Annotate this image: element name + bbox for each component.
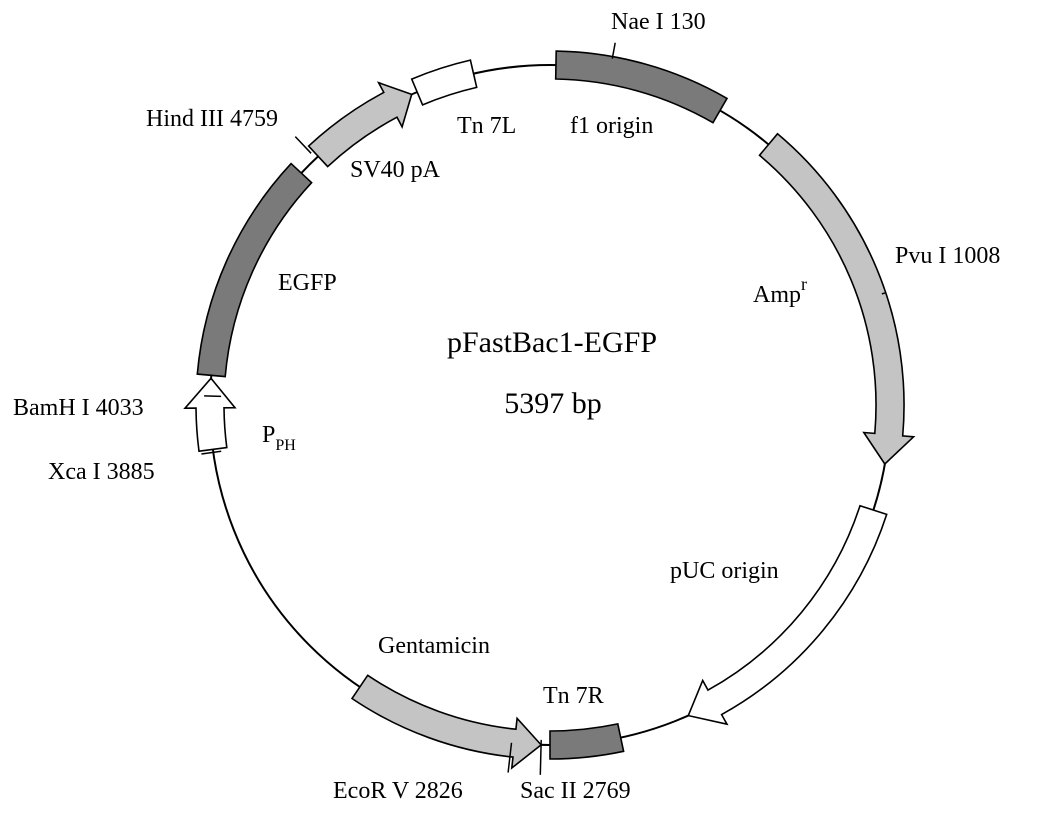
feature-label-amp: Ampr (753, 274, 807, 308)
feature-label-tn7r: Tn 7R (543, 683, 604, 709)
site-label-pvu: Pvu I 1008 (895, 243, 1000, 269)
feature-label-f1-origin: f1 origin (570, 113, 653, 139)
feature-label-gentamicin: Gentamicin (378, 633, 490, 659)
feature-egfp (196, 162, 313, 378)
site-tick-ecor (507, 742, 513, 773)
site-label-bam: BamH I 4033 (13, 395, 144, 421)
site-tick-pvu (881, 292, 886, 295)
site-label-ecor: EcoR V 2826 (333, 778, 463, 804)
site-tick-bam (204, 395, 222, 398)
feature-puc-origin (687, 504, 888, 726)
feature-amp (758, 132, 916, 466)
feature-label-pph: PPH (262, 422, 296, 454)
feature-tn7l (410, 59, 478, 106)
feature-pph (183, 377, 237, 453)
site-ticks-layer (201, 42, 886, 775)
site-label-nae: Nae I 130 (611, 9, 706, 35)
site-label-sac: Sac II 2769 (520, 778, 631, 804)
feature-label-sv40: SV40 pA (350, 157, 441, 183)
feature-label-egfp: EGFP (278, 270, 337, 296)
site-tick-nae (611, 42, 616, 59)
site-tick-hind (294, 136, 312, 154)
feature-sv40 (307, 81, 413, 168)
feature-tn7r (549, 722, 625, 760)
plasmid-name: pFastBac1-EGFP (447, 326, 657, 359)
feature-label-tn7l: Tn 7L (457, 113, 516, 139)
site-label-xca: Xca I 3885 (48, 459, 155, 485)
feature-gentamicin (350, 674, 543, 770)
feature-label-puc-origin: pUC origin (670, 558, 779, 584)
site-tick-xca (201, 450, 222, 455)
site-label-hind: Hind III 4759 (146, 106, 278, 132)
site-tick-sac (539, 739, 542, 775)
plasmid-size: 5397 bp (504, 387, 602, 420)
feature-f1-origin (554, 50, 729, 124)
